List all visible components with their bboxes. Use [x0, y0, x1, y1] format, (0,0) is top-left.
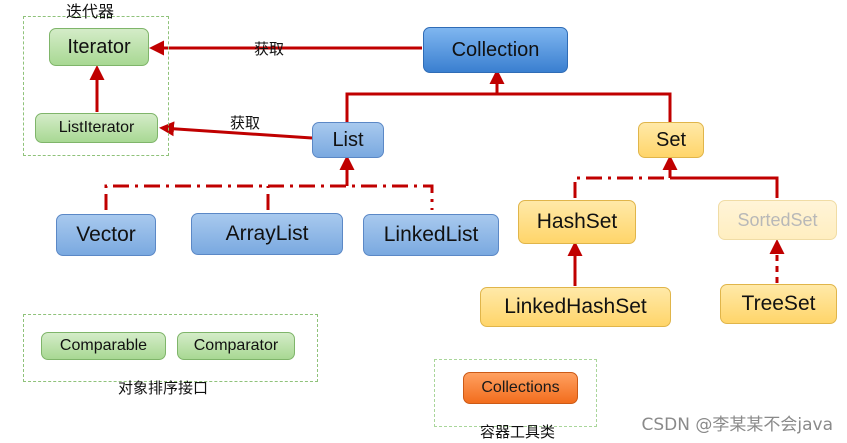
linkedlist-node: LinkedList	[363, 214, 499, 256]
edge-list-set-collection	[345, 92, 672, 122]
edge-hashset-bar	[573, 176, 670, 198]
iterator-group-label: 迭代器	[66, 2, 115, 21]
list-node: List	[312, 122, 384, 158]
edge-label-collection-iterator: 获取	[254, 40, 285, 58]
collection-node: Collection	[423, 27, 568, 73]
edge-sortedset-bar	[670, 176, 779, 198]
sortedset-node: SortedSet	[718, 200, 837, 240]
edge-list-listiterator	[159, 121, 313, 140]
edge-label-list-listiterator: 获取	[230, 114, 261, 132]
tools-group-box	[434, 359, 597, 427]
iterator-group-box	[23, 16, 169, 156]
csdn-watermark: CSDN @李某某不会java	[641, 415, 834, 435]
sort-interface-group-label: 对象排序接口	[118, 379, 209, 397]
comparable-node: Comparable	[41, 332, 166, 360]
sort-interface-group-box	[23, 314, 318, 382]
treeset-node: TreeSet	[720, 284, 837, 324]
linkedhashset-node: LinkedHashSet	[480, 287, 671, 327]
arraylist-node: ArrayList	[191, 213, 343, 255]
hashset-node: HashSet	[518, 200, 636, 244]
vector-node: Vector	[56, 214, 156, 256]
comparator-node: Comparator	[177, 332, 295, 360]
iterator-node: Iterator	[49, 28, 149, 66]
tools-group-label: 容器工具类	[480, 423, 556, 441]
collections-node: Collections	[463, 372, 578, 404]
list-iterator-node: ListIterator	[35, 113, 158, 143]
set-node: Set	[638, 122, 704, 158]
